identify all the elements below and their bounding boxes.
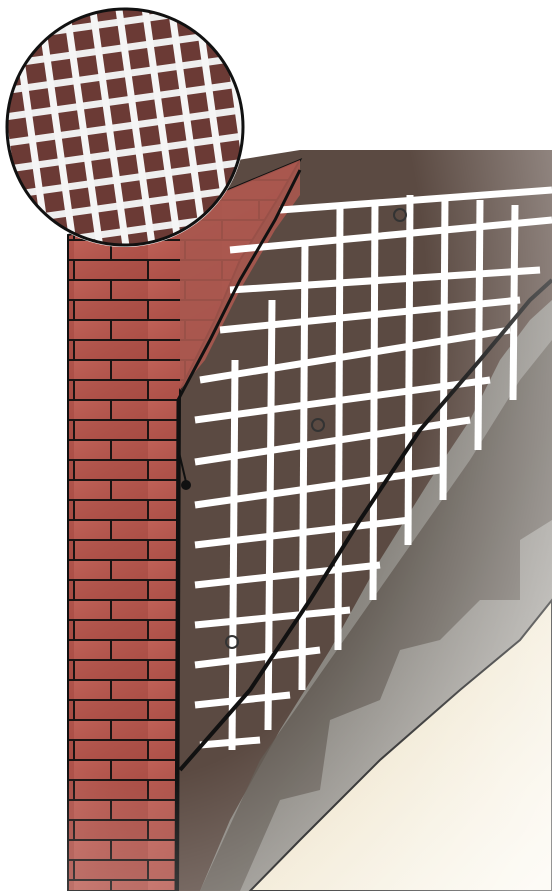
illustration-canvas — [0, 0, 552, 891]
wall-section-illustration — [0, 0, 552, 891]
